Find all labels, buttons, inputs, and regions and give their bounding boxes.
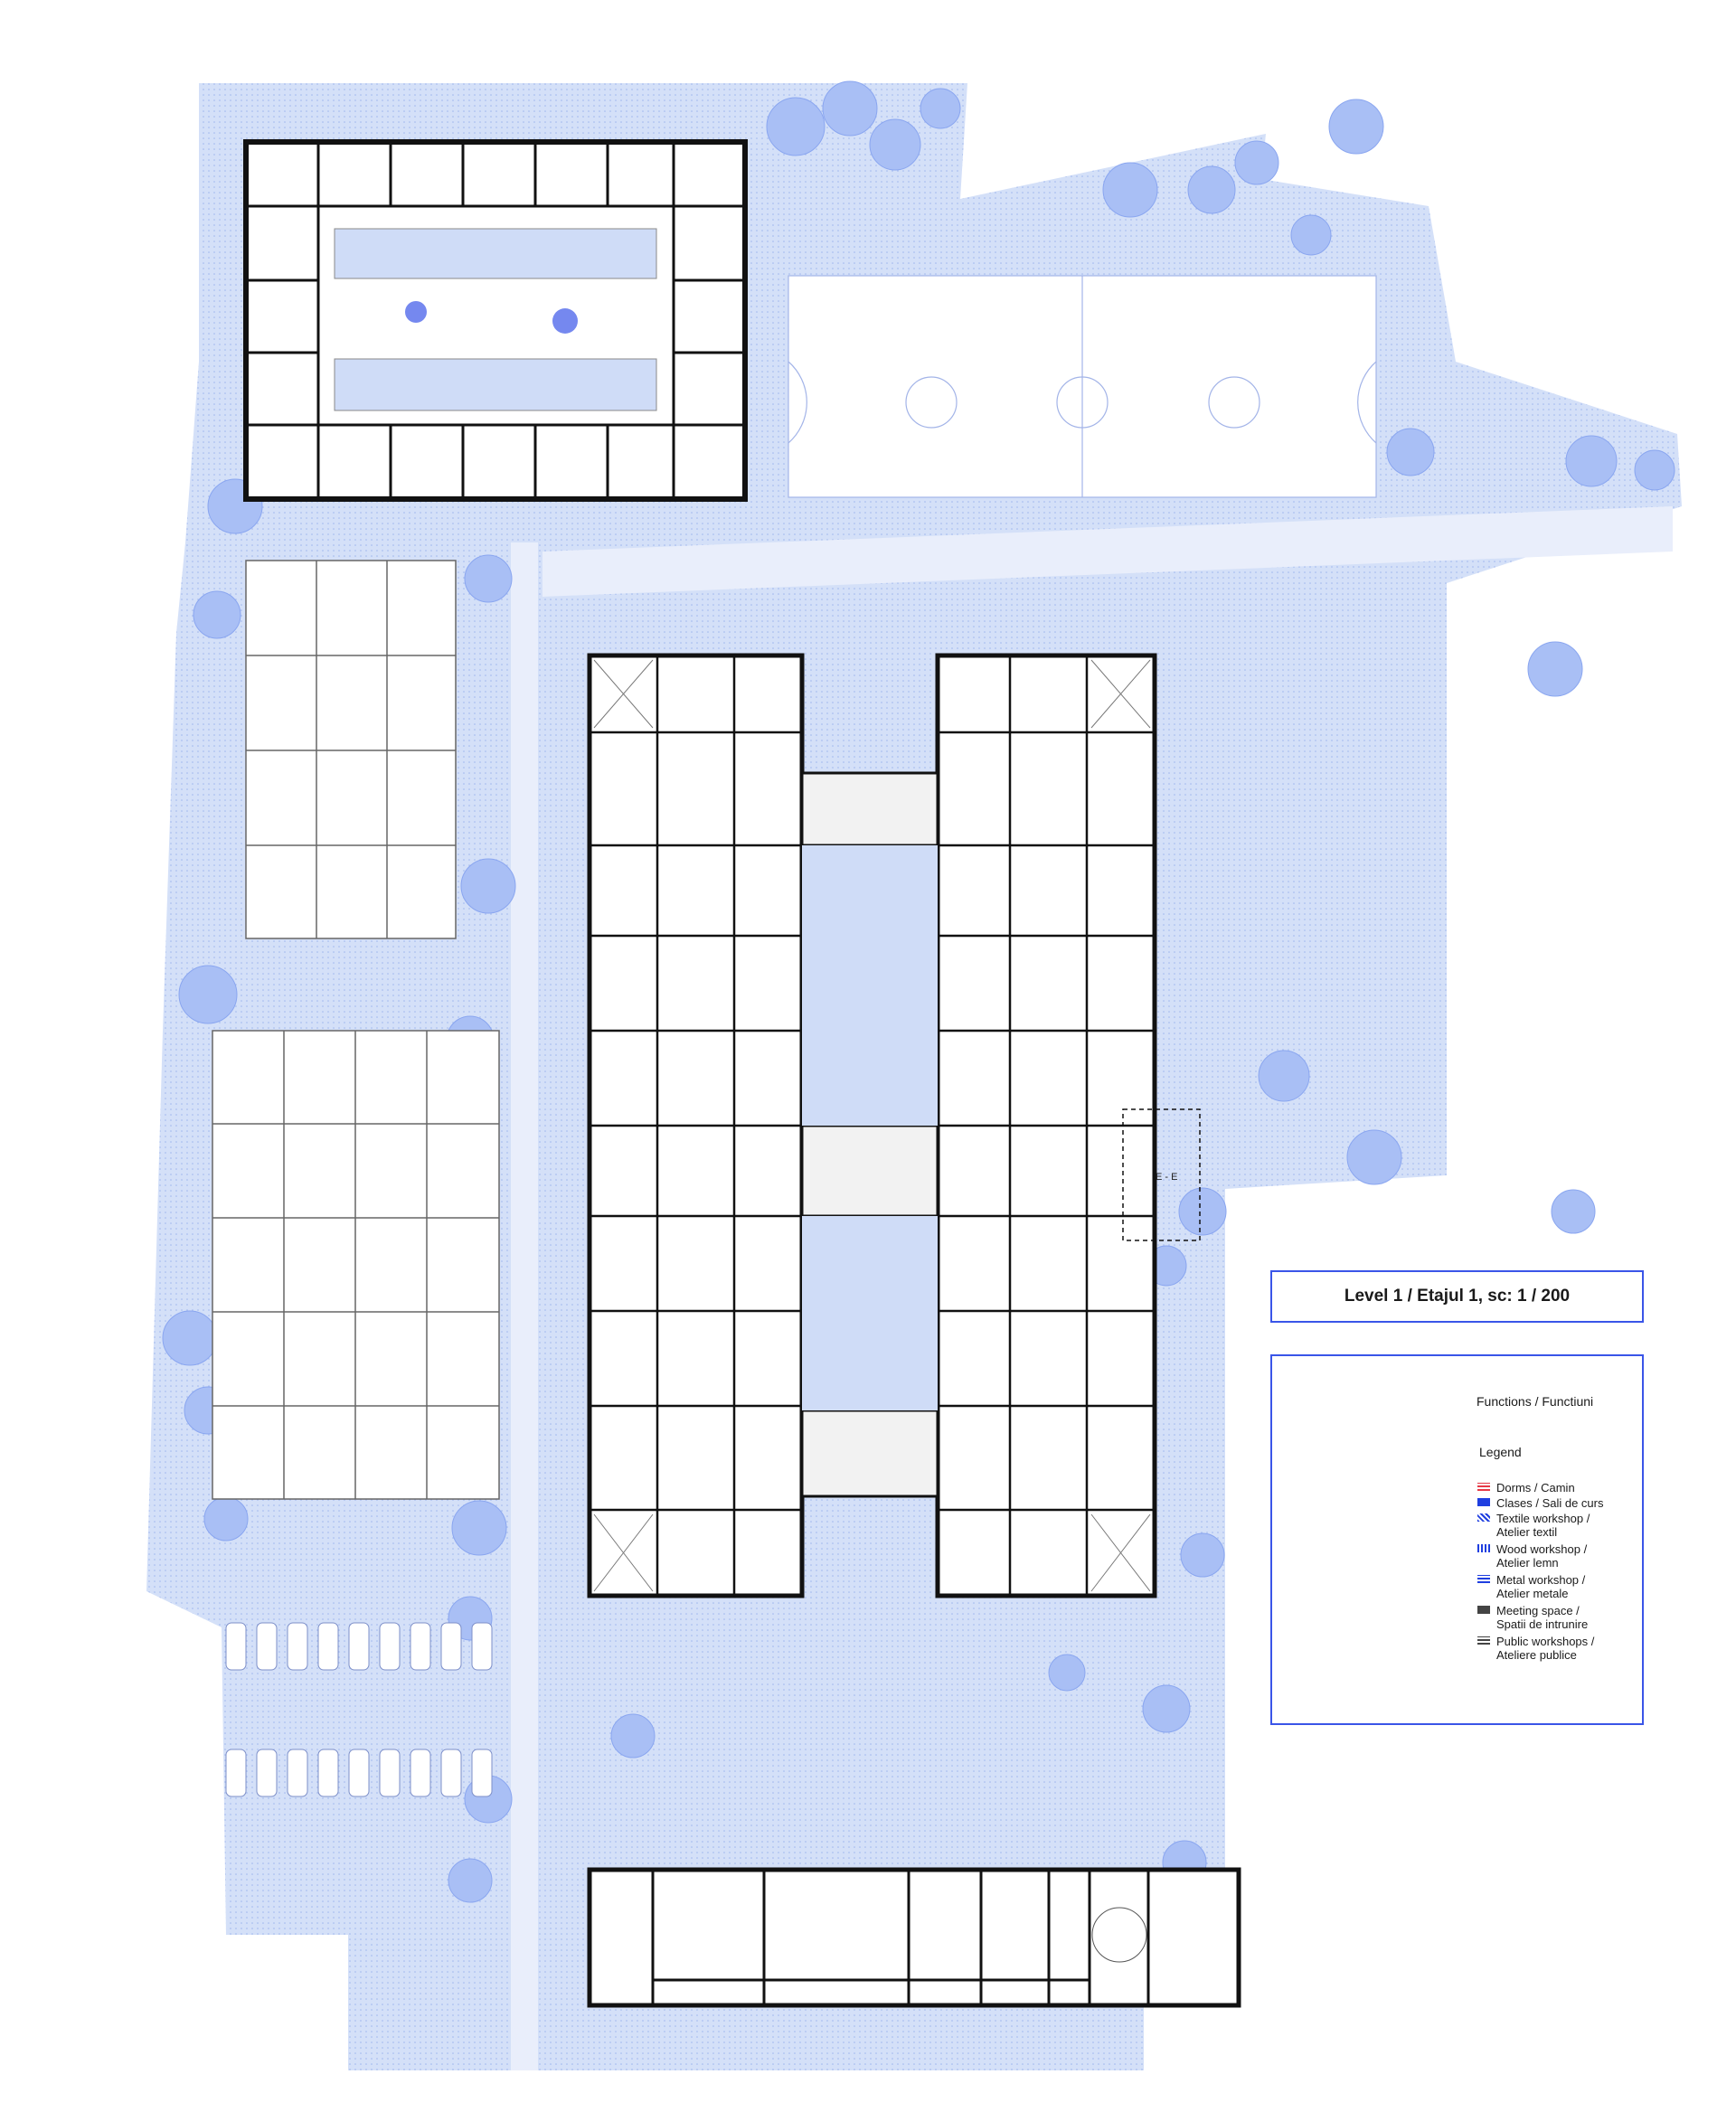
legend-label-line: Clases / Sali de curs bbox=[1496, 1496, 1604, 1510]
school-building bbox=[587, 653, 1157, 1598]
legend-label-line: Textile workshop / bbox=[1496, 1512, 1590, 1525]
plan-title-box: Level 1 / Etajul 1, sc: 1 / 200 bbox=[1270, 1270, 1644, 1323]
legend-swatch bbox=[1477, 1483, 1490, 1491]
section-mark-box bbox=[1122, 1108, 1201, 1241]
legend-swatch bbox=[1477, 1606, 1490, 1614]
basketball-courts bbox=[788, 275, 1377, 498]
legend-label-line: Atelier metale bbox=[1496, 1587, 1569, 1600]
legend-swatch bbox=[1477, 1498, 1490, 1506]
legend-label-line: Dorms / Camin bbox=[1496, 1481, 1575, 1494]
legend-heading: Legend bbox=[1479, 1445, 1522, 1459]
legend-label-line: Meeting space / bbox=[1496, 1604, 1580, 1617]
legend-swatch bbox=[1477, 1636, 1490, 1645]
legend-box bbox=[1270, 1354, 1644, 1725]
legend-label: Metal workshop /Atelier metale bbox=[1496, 1573, 1632, 1600]
legend-label: Clases / Sali de curs bbox=[1496, 1496, 1632, 1510]
legend-swatch bbox=[1477, 1513, 1490, 1522]
workshop-building bbox=[587, 1867, 1241, 2008]
plan-title: Level 1 / Etajul 1, sc: 1 / 200 bbox=[1344, 1287, 1571, 1306]
legend-label-line: Wood workshop / bbox=[1496, 1542, 1588, 1556]
legend-swatch bbox=[1477, 1544, 1490, 1552]
legend-label: Wood workshop /Atelier lemn bbox=[1496, 1542, 1632, 1570]
legend-label: Textile workshop /Atelier textil bbox=[1496, 1512, 1632, 1539]
legend-label-line: Ateliere publice bbox=[1496, 1648, 1577, 1662]
legend-label-line: Atelier lemn bbox=[1496, 1556, 1559, 1570]
upper-field bbox=[245, 560, 457, 939]
legend-label-line: Spatii de intrunire bbox=[1496, 1617, 1589, 1631]
legend-label: Dorms / Camin bbox=[1496, 1481, 1632, 1494]
dorm-building bbox=[243, 139, 748, 502]
legend-label: Meeting space /Spatii de intrunire bbox=[1496, 1604, 1632, 1631]
section-mark-label: E - E bbox=[1156, 1172, 1178, 1183]
parking bbox=[225, 1622, 493, 1797]
legend-label: Public workshops /Ateliere publice bbox=[1496, 1635, 1632, 1662]
legend-label-line: Atelier textil bbox=[1496, 1525, 1558, 1539]
legend-label-line: Metal workshop / bbox=[1496, 1573, 1586, 1587]
legend-swatch bbox=[1477, 1575, 1490, 1583]
legend-label-line: Public workshops / bbox=[1496, 1635, 1595, 1648]
functions-heading: Functions / Functiuni bbox=[1477, 1394, 1594, 1409]
lower-field bbox=[212, 1030, 500, 1500]
